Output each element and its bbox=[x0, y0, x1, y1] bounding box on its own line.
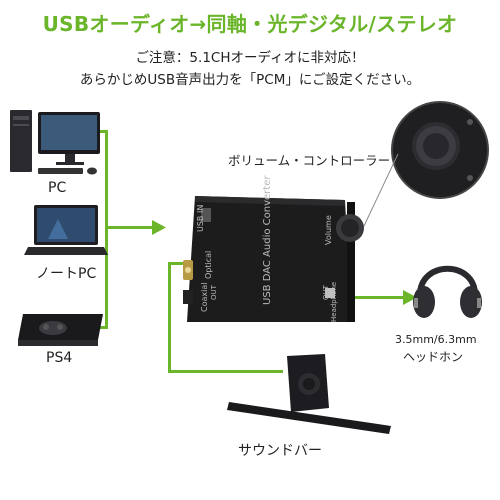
volume-label: Volume bbox=[324, 215, 333, 245]
dac-device-image bbox=[183, 196, 364, 322]
page-title: USBオーディオ→同軸・光デジタル/ステレオ bbox=[42, 12, 458, 36]
pc-label: PC bbox=[48, 180, 67, 196]
headphones-image bbox=[413, 265, 482, 318]
headphone-label: Headphone bbox=[330, 281, 338, 322]
arrow-icon bbox=[152, 220, 166, 235]
laptop-image bbox=[24, 205, 108, 255]
desktop-pc-image bbox=[10, 110, 100, 175]
ps4-console-image bbox=[18, 314, 103, 346]
laptop-label: ノートPC bbox=[36, 266, 97, 282]
optical-label: Optical bbox=[204, 250, 213, 279]
volume-knob-zoom-image bbox=[391, 101, 489, 199]
out-label: OUT bbox=[210, 285, 218, 300]
arrow-icon bbox=[403, 290, 417, 305]
volume-controller-label: ボリューム・コントローラー bbox=[228, 153, 391, 168]
out2-label: OUT bbox=[322, 285, 330, 300]
coaxial-label: Coaxial bbox=[200, 282, 209, 312]
notice-line-1: ご注意：5.1CHオーディオに非対応！ bbox=[135, 50, 365, 66]
usb-in-label: USB IN bbox=[196, 204, 205, 232]
headphone-spec: 3.5mm/6.3mm bbox=[395, 333, 477, 346]
notice-line-2: あらかじめUSB音声出力を「PCM」にご設定ください。 bbox=[79, 72, 421, 88]
pointer-line bbox=[363, 153, 399, 227]
headphones-label: ヘッドホン bbox=[403, 350, 464, 364]
soundbar-label: サウンドバー bbox=[238, 443, 322, 459]
soundbar-image bbox=[227, 354, 391, 434]
ps4-label: PS4 bbox=[46, 350, 73, 366]
device-name: USB DAC Audio Converter bbox=[262, 175, 273, 305]
